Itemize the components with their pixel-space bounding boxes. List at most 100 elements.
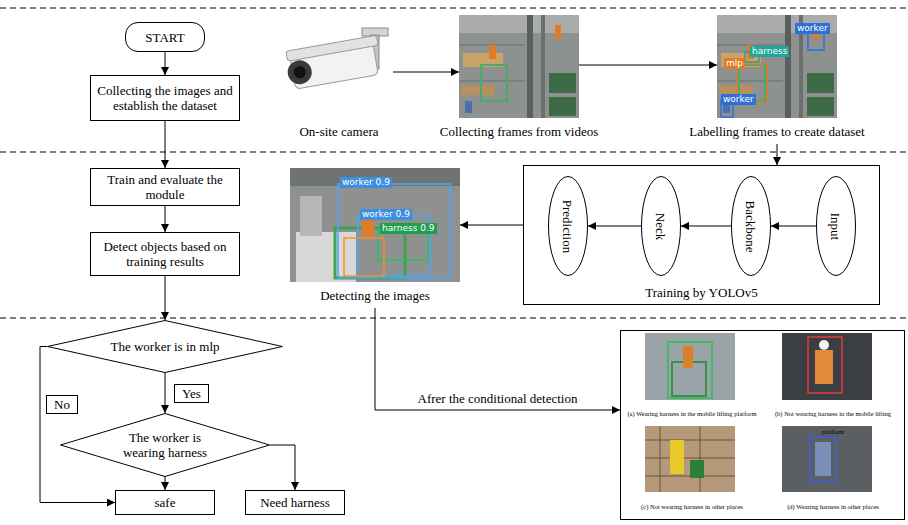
edge-label-holder: Afrer the conditional detection (416, 389, 580, 407)
edge-label-holder: No (46, 395, 78, 414)
stage-ellipse: Neck (641, 176, 681, 276)
result-photo-a (668, 342, 712, 398)
connector (393, 72, 459, 73)
ellipse-outline (549, 177, 588, 276)
edge-label: No (46, 395, 78, 414)
detection-photo (296, 232, 356, 282)
labelled-frame-photo (717, 15, 837, 118)
process-box: Train and evaluate the module (90, 168, 240, 206)
labelled-picture: Labelling frames to create dataset (717, 15, 837, 144)
result-panel: (a) Wearing harness in the mobile liftin… (620, 330, 905, 520)
detection-tag: harness 0.9 (380, 223, 437, 234)
photo-caption: (a) Wearing harness in the mobile liftin… (623, 402, 761, 420)
picture-caption: Collecting frames from videos (440, 124, 599, 139)
ellipse-outline (642, 177, 681, 276)
video-frame-photo (459, 15, 579, 118)
connector (165, 477, 166, 490)
connector (460, 225, 523, 226)
connector (588, 226, 641, 227)
stage-ellipse: Backbone (731, 176, 771, 276)
detection-photo (290, 168, 460, 282)
decision-diamond: The worker is wearing harness (60, 413, 270, 477)
detection-photo (338, 184, 450, 278)
decision-diamond: The worker is in mlp (47, 320, 283, 373)
connector (165, 276, 166, 320)
detection-photo (338, 184, 450, 278)
connector (579, 65, 717, 66)
result-photo-d (810, 437, 836, 481)
camera-icon (286, 58, 314, 86)
result-photo-c (645, 440, 735, 441)
result-photo-b (782, 333, 872, 400)
result-photo-a (645, 333, 735, 400)
result-photo-c (645, 426, 735, 492)
diamond-outline (48, 321, 283, 373)
node-text: Backbone (744, 200, 759, 252)
connector (165, 121, 166, 168)
detection-tag-holder: worker (795, 17, 830, 35)
band-divider (0, 8, 908, 9)
band-divider (0, 318, 908, 319)
connector (375, 308, 620, 410)
connector (270, 445, 295, 490)
result-photo-d (782, 426, 872, 492)
result-photo-c (645, 426, 735, 492)
connector (777, 144, 778, 165)
node-text: (b) Not wearing harness in the mobile li… (775, 410, 891, 435)
picture-caption: Detecting the images (320, 288, 430, 303)
picture-caption: Labelling frames to create dataset (689, 124, 864, 139)
photo-caption: (c) Not wearing harness in other places (623, 495, 761, 513)
result-photo-b (819, 340, 829, 350)
connector (40, 347, 115, 503)
detection-tag: worker (721, 94, 756, 105)
detection-picture: Detecting the images (290, 168, 460, 308)
ellipse-outline (817, 177, 856, 276)
detection-tag: worker 0.9 (360, 209, 412, 220)
camera-icon (284, 35, 383, 90)
result-photo-c (645, 458, 735, 459)
picture-area (285, 22, 393, 118)
node-text: (a) Wearing harness in the mobile liftin… (627, 410, 756, 417)
stage-ellipse: Input (816, 176, 856, 276)
node-text: Train and evaluate the module (96, 172, 234, 202)
result-photo-d (815, 442, 831, 476)
result-photo-c (670, 440, 684, 474)
group-caption: Training by YOLOv5 (524, 283, 879, 301)
connector (165, 52, 166, 75)
node-text: Input (828, 212, 843, 239)
process-box: Detect objects based on training results (90, 232, 240, 276)
result-photo-c (690, 460, 704, 478)
camera-picture: On-site camera (285, 22, 393, 144)
photo-caption: (d) Wearing harness in other places (763, 495, 903, 513)
band-divider (0, 152, 908, 153)
edge-label: Afrer the conditional detection (416, 391, 580, 406)
result-photo-b (782, 333, 872, 400)
photo-caption: (b) Not wearing harness in the mobile li… (763, 402, 903, 438)
detection-photo (290, 168, 460, 282)
frame-picture: Collecting frames from videos (459, 15, 579, 144)
connector (165, 373, 166, 413)
detection-tag-holder: worker 0.9 (360, 203, 412, 221)
result-box: Need harness (245, 490, 345, 515)
band-divider (0, 8, 908, 318)
connector (681, 226, 731, 227)
stage-ellipse: Prediction (548, 176, 588, 276)
training-box: Training by YOLOv5 Prediction Neck Backbone… (523, 165, 880, 305)
process-box: Collecting the images and establish the … (90, 75, 240, 121)
node-text: The worker is wearing harness (109, 430, 221, 460)
detection-photo (300, 196, 322, 236)
edge-label: Yes (174, 384, 209, 403)
camera-icon (284, 28, 388, 90)
connector (771, 226, 816, 227)
result-photo-b (808, 337, 842, 393)
detection-tag-holder: harness 0.9 (380, 217, 437, 235)
detection-tag: harness (750, 46, 789, 57)
detection-photo (378, 230, 428, 260)
result-photo-c (645, 426, 735, 492)
node-text: START (145, 30, 184, 45)
picture-area (459, 15, 579, 118)
detection-tag: mlp (724, 58, 745, 69)
result-box: safe (115, 490, 215, 515)
node-text: Neck (654, 212, 669, 239)
node-text: Collecting the images and establish the … (96, 83, 234, 113)
